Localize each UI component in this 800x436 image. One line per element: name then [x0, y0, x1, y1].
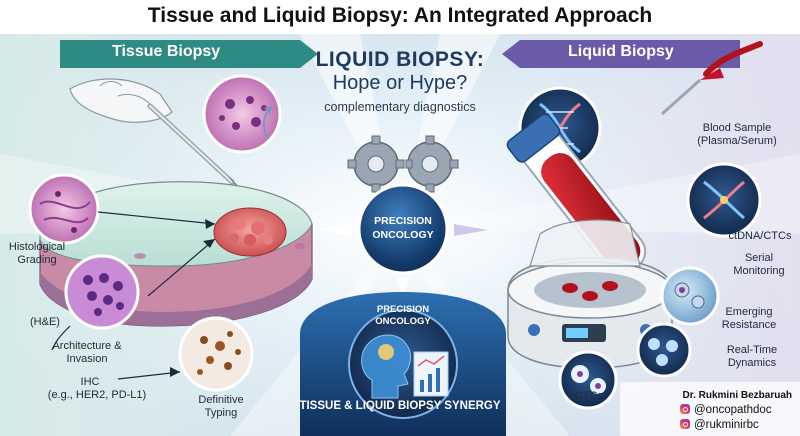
label-real-time-dynamics: Real-Time Dynamics	[726, 344, 778, 369]
label-histological-grading: Histological Grading	[8, 241, 66, 266]
precision-oncology-lower-label: PRECISION ONCOLOGY	[375, 304, 431, 328]
label-blood-sample: Blood Sample (Plasma/Serum)	[697, 122, 777, 147]
tissue-connectors	[51, 211, 216, 380]
tissue-banner-bg	[60, 40, 318, 68]
precision-hub	[357, 183, 449, 275]
diagram-canvas: Tissue Biopsy Liquid Biopsy LIQUID BIOPS…	[0, 34, 800, 436]
label-serial-monitoring: Serial Monitoring	[733, 252, 785, 277]
label-ctcs: CTCs	[574, 390, 604, 402]
cell-icon-serial	[660, 266, 720, 326]
cell-icon-resistance	[636, 322, 692, 378]
gear-icon	[347, 135, 405, 193]
brain-head-icon	[361, 334, 411, 399]
centrifuge-icon	[507, 219, 673, 369]
instagram-icon	[680, 404, 690, 414]
label-definitive-typing: Definitive Typing	[198, 394, 244, 419]
label-emerging-resistance: Emerging Resistance	[721, 306, 777, 331]
precision-oncology-hub-label: PRECISION ONCOLOGY	[372, 215, 434, 242]
chart-icon	[413, 351, 449, 397]
credit-box	[620, 382, 800, 436]
page-title: Tissue and Liquid Biopsy: An Integrated …	[147, 4, 653, 27]
instagram-handle-2[interactable]: @rukminirbc	[680, 419, 759, 431]
gear-icon-2	[405, 135, 459, 193]
micrograph-histology	[202, 74, 282, 154]
tissue-biopsy-banner: Tissue Biopsy	[112, 43, 221, 60]
label-architecture-invasion: Architecture & Invasion	[52, 340, 122, 365]
label-he: (H&E)	[30, 316, 60, 328]
synergy-label: TISSUE & LIQUID BIOPSY SYNERGY	[299, 400, 501, 412]
hope-or-hype: Hope or Hype?	[332, 72, 468, 94]
credit-name: Dr. Rukmini Bezbaruah	[682, 390, 792, 401]
instagram-icon	[680, 419, 690, 429]
diagram-art	[0, 34, 800, 436]
cell-icon-ctcs	[558, 350, 618, 410]
label-ihc: IHC	[80, 376, 100, 388]
label-ctdna-ctcs: ctDNA/CTCs	[728, 230, 792, 242]
label-ihc-examples: (e.g., HER2, PD-L1)	[47, 389, 147, 401]
liquid-banner-bg	[502, 40, 740, 68]
micrograph-architecture	[64, 254, 140, 330]
liquid-biopsy-banner: Liquid Biopsy	[568, 43, 674, 60]
micrograph-ihc	[178, 316, 254, 392]
micrograph-grading	[28, 173, 100, 245]
liquid-biopsy-heading: LIQUID BIOPSY:	[315, 48, 485, 71]
complementary-diagnostics: complementary diagnostics	[324, 100, 476, 114]
ctdna-dna-icon	[686, 162, 762, 238]
instagram-handle-1[interactable]: @oncopathdoc	[680, 404, 772, 416]
scalpel-icon	[69, 78, 249, 201]
